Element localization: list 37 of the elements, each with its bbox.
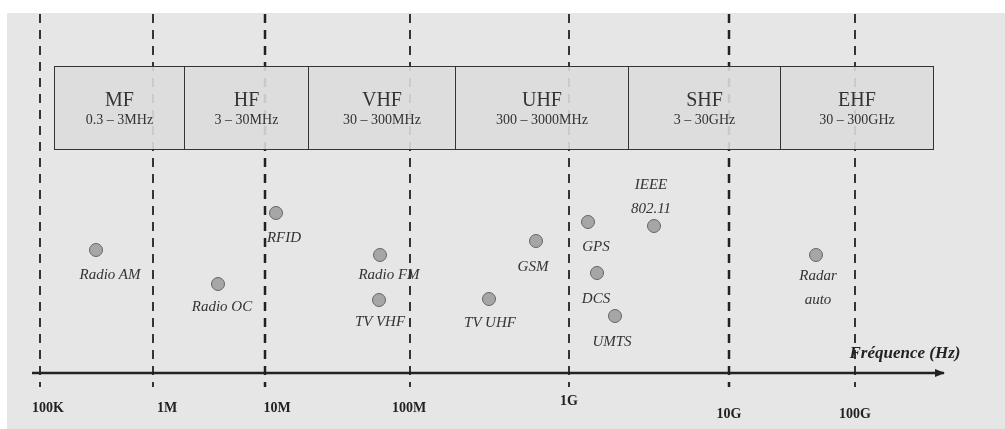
tick-label: 100M — [391, 399, 427, 417]
tick-label: 100K — [32, 399, 64, 417]
tick-label: 1G — [560, 392, 578, 410]
band-box — [54, 66, 185, 150]
application-label: UMTS — [591, 332, 633, 351]
band-box — [628, 66, 781, 150]
frequency-range: 30 – 300GHz — [819, 113, 895, 127]
band-name: MF — [105, 89, 134, 109]
application-label: DCS — [580, 289, 612, 308]
band-box — [184, 66, 309, 150]
frequency-range: 300 – 3000MHz — [496, 113, 588, 127]
application-label: GPS — [581, 237, 611, 256]
application-label: Radar auto — [798, 266, 838, 309]
frequency-range: 0.3 – 3MHz — [85, 113, 154, 127]
tick-label: 1M — [156, 399, 178, 417]
application-label: TV VHF — [353, 312, 407, 331]
band-box — [308, 66, 456, 150]
band-box — [455, 66, 629, 150]
frequency-range: 3 – 30GHz — [673, 113, 736, 127]
axis-title: Fréquence (Hz) — [849, 342, 961, 364]
application-label: TV UHF — [463, 313, 517, 332]
band-name: VHF — [362, 89, 402, 109]
frequency-range: 30 – 300MHz — [343, 113, 421, 127]
frequency-range: 3 – 30MHz — [214, 113, 279, 127]
application-label: IEEE 802.11 — [629, 175, 673, 218]
application-label: RFID — [265, 228, 303, 247]
band-name: HF — [233, 89, 260, 109]
band-name: EHF — [838, 89, 876, 109]
band-name: SHF — [686, 89, 723, 109]
application-label: Radio AM — [78, 265, 142, 284]
band-box — [780, 66, 934, 150]
tick-label: 10M — [263, 399, 291, 417]
application-label: Radio OC — [190, 297, 254, 316]
application-label: GSM — [516, 257, 550, 276]
band-name: UHF — [522, 89, 562, 109]
tick-label: 100G — [839, 405, 871, 423]
tick-label: 10G — [716, 405, 742, 423]
